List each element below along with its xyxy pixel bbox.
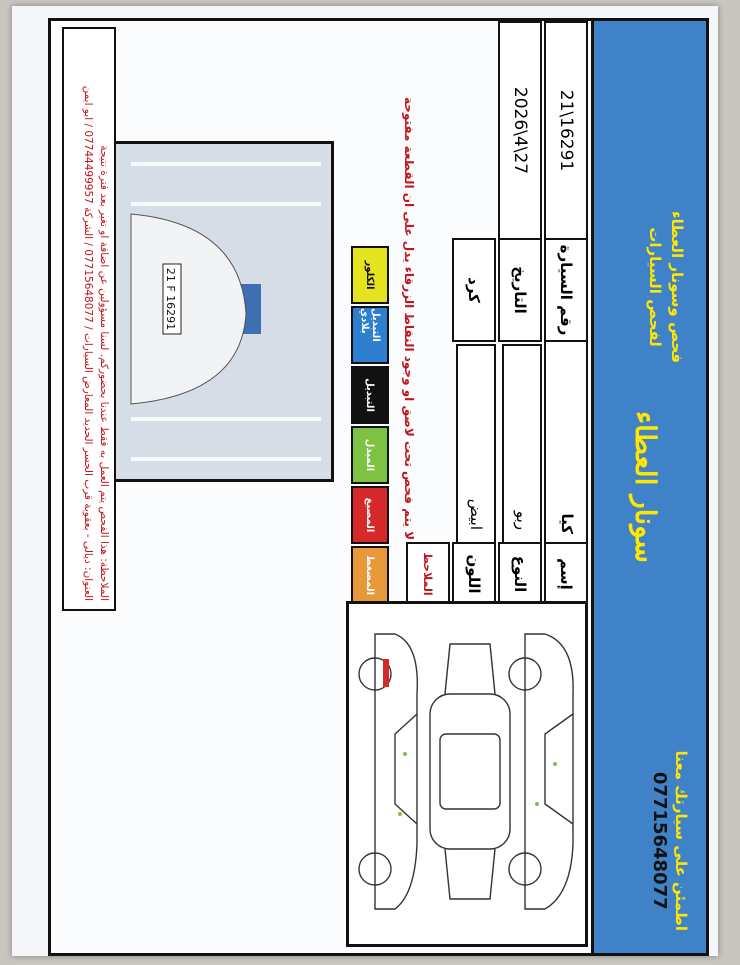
- inspection-form: فحص وسونار العطاء لفحص السيارات سونار ال…: [48, 18, 709, 956]
- header-phone: 07715648077: [649, 771, 670, 910]
- details-area: إسم كيا رقم السيارة 21\16291 النوع ربو ا…: [346, 21, 594, 953]
- name-label-cell: إسم: [544, 542, 588, 606]
- name-value-cell[interactable]: كيا: [544, 340, 588, 544]
- car-diagram: [346, 601, 588, 947]
- notes-label-cell: الملاحظ: [406, 542, 450, 606]
- car-photo: 21 F 16291: [113, 141, 334, 482]
- car-outline-svg: [358, 633, 574, 910]
- footer-note: الملاحظة: هذا الفحص يتم العمل به فقط عند…: [80, 36, 112, 601]
- type-label: النوع: [511, 555, 529, 593]
- header-banner: فحص وسونار العطاء لفحص السيارات سونار ال…: [591, 21, 706, 953]
- header-right-text: اطمئن على سيارتك معنا 07715648077: [648, 751, 692, 931]
- type-label-cell: النوع: [498, 542, 542, 606]
- area-cell[interactable]: كرد: [452, 238, 496, 342]
- paper-sheet: فحص وسونار العطاء لفحص السيارات سونار ال…: [12, 6, 718, 956]
- notes-label: الملاحظ: [421, 552, 435, 596]
- car-photo-illustration: 21 F 16291: [116, 144, 331, 479]
- name-label: إسم: [557, 558, 575, 590]
- date-label-cell: التاريخ: [498, 238, 542, 342]
- color-value: ابيض: [467, 498, 485, 530]
- footer-address: العنوان: ديالى - بعقوبة قرب الجسر الحديد…: [82, 85, 94, 601]
- date-label: التاريخ: [511, 266, 529, 314]
- header-left-line1: فحص وسونار العطاء: [668, 211, 686, 364]
- date-value-cell[interactable]: 2026\4\27: [498, 21, 542, 240]
- legend-item: التبديل بلادي: [351, 306, 389, 364]
- color-value-cell[interactable]: ابيض: [456, 344, 496, 544]
- car-number-value-cell[interactable]: 21\16291: [544, 21, 588, 240]
- legend-item: الكلور: [351, 246, 389, 304]
- area-value: كرد: [465, 277, 483, 303]
- fields-grid: إسم كيا رقم السيارة 21\16291 النوع ربو ا…: [349, 21, 594, 606]
- legend-item: المضغط: [351, 546, 389, 604]
- type-value: ربو: [513, 510, 531, 530]
- car-number-label: رقم السيارة: [557, 244, 575, 336]
- color-label-cell: اللون: [452, 542, 496, 606]
- footer-line1: الملاحظة: هذا الفحص يتم العمل به فقط عند…: [98, 145, 110, 601]
- car-number-value: 21\16291: [556, 89, 576, 172]
- legend-item: المبدل: [351, 426, 389, 484]
- legend-item: المصبغ: [351, 486, 389, 544]
- legend-item: التبديل: [351, 366, 389, 424]
- date-value: 2026\4\27: [510, 86, 530, 175]
- type-value-cell[interactable]: ربو: [502, 344, 542, 544]
- paint-mark: [383, 659, 389, 687]
- footer-box: الملاحظة: هذا الفحص يتم العمل به فقط عند…: [62, 27, 116, 611]
- model-value: كيا: [558, 513, 576, 534]
- color-label: اللون: [465, 554, 483, 594]
- plate-text: 21 F 16291: [164, 268, 177, 330]
- header-slogan: اطمئن على سيارتك معنا: [672, 750, 690, 931]
- warning-note: لا يتم فحص تحت لاصق او وجود النقاط الزرق…: [402, 97, 416, 540]
- car-number-label-cell: رقم السيارة: [544, 238, 588, 342]
